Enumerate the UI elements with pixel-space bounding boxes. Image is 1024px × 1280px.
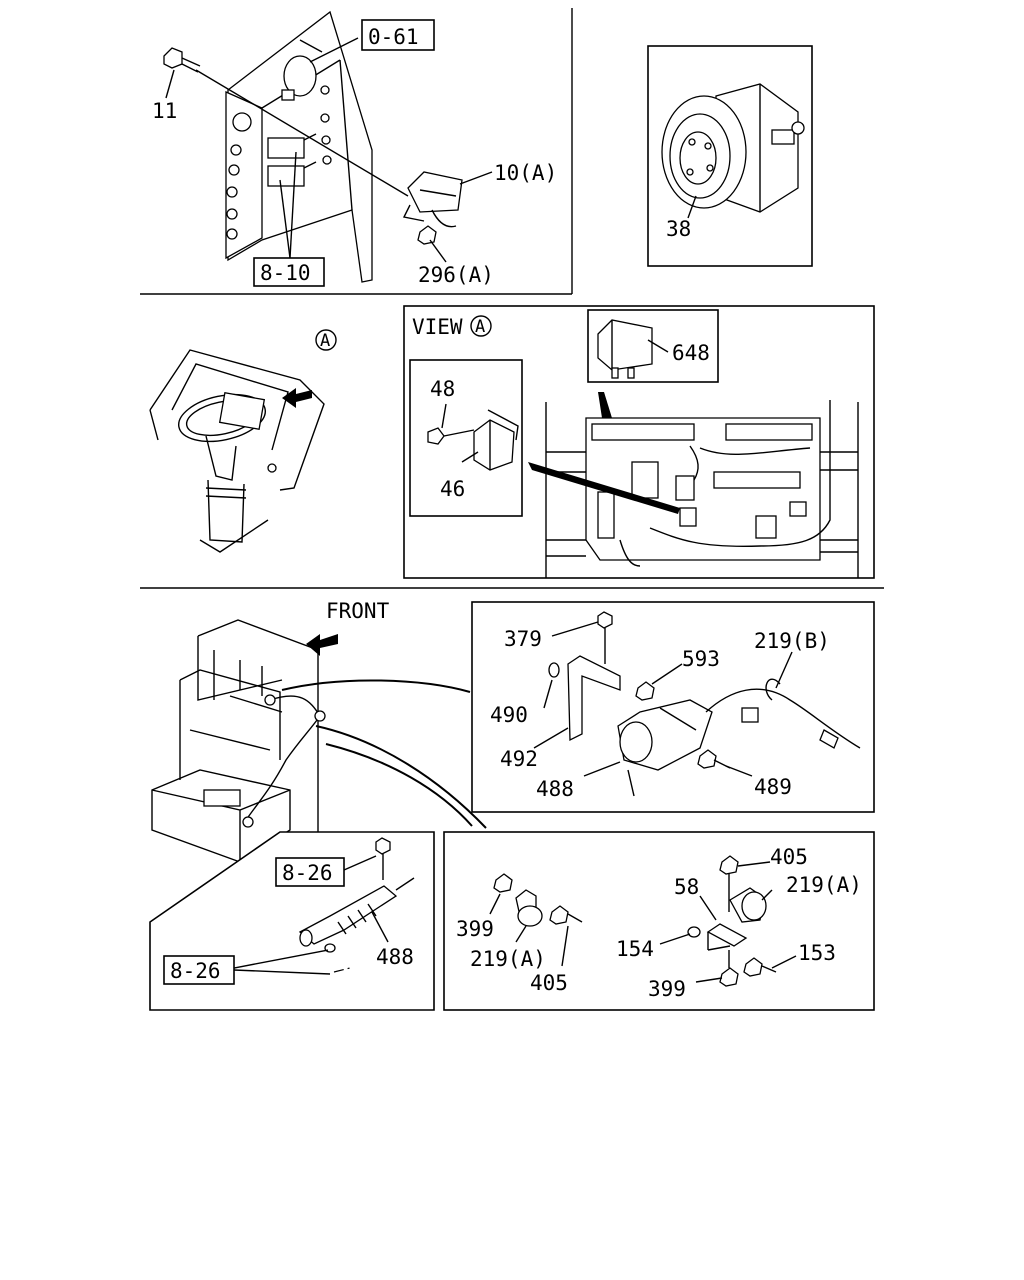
- callout-58: 58: [674, 875, 699, 899]
- callout-488-cable: 488: [376, 945, 414, 969]
- callout-48: 48: [430, 377, 455, 401]
- cab-frame-drawing: [151, 619, 487, 863]
- callout-379: 379: [504, 627, 542, 651]
- callout-648: 648: [672, 341, 710, 365]
- callout-46: 46: [440, 477, 465, 501]
- ref-8-10-box: [253, 257, 325, 287]
- ref-0-61-box: [361, 19, 435, 51]
- callout-399-left: 399: [456, 917, 494, 941]
- view-a-marker-circle: [315, 329, 337, 351]
- ref-8-26-box-b: [163, 955, 235, 985]
- front-label: FRONT: [326, 599, 390, 623]
- view-label: VIEW: [412, 315, 463, 339]
- wiring-board-drawing: [528, 392, 859, 578]
- callout-219b: 219(B): [754, 629, 830, 653]
- callout-10a: 10(A): [494, 161, 557, 185]
- section-dividers: [140, 8, 884, 589]
- clamps-panel: [443, 831, 875, 1011]
- relay-648-drawing: [597, 319, 669, 379]
- callout-219a-left: 219(A): [470, 947, 546, 971]
- callout-8-10: 8-10: [260, 261, 311, 285]
- callout-492: 492: [500, 747, 538, 771]
- callout-296a: 296(A): [418, 263, 494, 287]
- cab-steering-drawing: [149, 349, 325, 553]
- cable-drawing: [233, 837, 415, 975]
- clamps-drawing: [489, 855, 797, 987]
- callout-405-right: 405: [770, 845, 808, 869]
- part-38-drawing: [661, 83, 805, 219]
- callout-8-26-b: 8-26: [170, 959, 221, 983]
- callout-219a-right: 219(A): [786, 873, 862, 897]
- ref-8-26-box-a: [275, 857, 345, 887]
- callout-593: 593: [682, 647, 720, 671]
- callout-0-61: 0-61: [368, 25, 419, 49]
- callout-154: 154: [616, 937, 654, 961]
- relay-46-drawing: [427, 403, 519, 471]
- view-a-circle: [470, 315, 492, 337]
- callout-489: 489: [754, 775, 792, 799]
- callout-11: 11: [152, 99, 177, 123]
- view-marker: A: [475, 317, 485, 337]
- callout-38: 38: [666, 217, 691, 241]
- callout-view-a-marker: A: [320, 331, 330, 351]
- panel-assembly-drawing: [163, 10, 493, 283]
- callout-8-26-a: 8-26: [282, 861, 333, 885]
- switch-assembly-drawing: [533, 611, 861, 797]
- callout-488-switch: 488: [536, 777, 574, 801]
- callout-490: 490: [490, 703, 528, 727]
- callout-153: 153: [798, 941, 836, 965]
- callout-399-right: 399: [648, 977, 686, 1001]
- callout-405-left: 405: [530, 971, 568, 995]
